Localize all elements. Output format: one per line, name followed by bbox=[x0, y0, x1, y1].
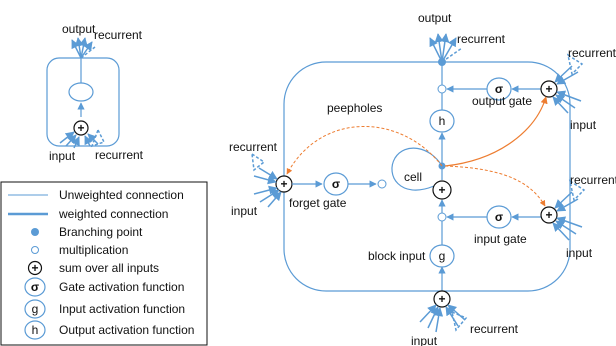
input-gate-recurrent-label: recurrent bbox=[570, 173, 616, 187]
forget-gate-input-label: input bbox=[231, 204, 258, 218]
legend-h-node bbox=[24, 320, 46, 340]
lstm-output-label: output bbox=[418, 11, 452, 25]
peephole-to-forget-gate bbox=[286, 125, 443, 175]
lstm-output-arrows bbox=[429, 33, 463, 63]
output-gate-label: output gate bbox=[472, 94, 532, 108]
legend-g-symbol: g bbox=[32, 302, 39, 316]
legend-label-gate-activation: Gate activation function bbox=[59, 280, 184, 294]
forget-gate-input-arrows bbox=[251, 152, 282, 208]
block-input-label: block input bbox=[368, 249, 426, 263]
block-input-recurrent-label: recurrent bbox=[470, 322, 519, 336]
output-gate-input-label: input bbox=[570, 118, 597, 132]
peephole-to-input-gate bbox=[444, 165, 546, 207]
legend-sigma-node bbox=[24, 277, 46, 297]
g-symbol: g bbox=[439, 249, 446, 263]
legend-sum-symbol: + bbox=[31, 261, 38, 275]
block-input-input-label: input bbox=[411, 334, 438, 346]
legend-label-sum: sum over all inputs bbox=[59, 261, 159, 275]
cell-recurrent-loop bbox=[391, 147, 443, 191]
legend-label-unweighted: Unweighted connection bbox=[59, 188, 184, 202]
legend-label-multiplication: multiplication bbox=[59, 243, 128, 257]
legend-label-output-activation: Output activation function bbox=[59, 323, 194, 337]
input-gate-sum-symbol: + bbox=[545, 208, 552, 222]
simple-unit-output-label: output bbox=[62, 22, 96, 36]
legend-h-symbol: h bbox=[32, 323, 39, 337]
cell-sum-symbol: + bbox=[438, 183, 445, 197]
legend: Unweighted connection weighted connectio… bbox=[0, 181, 208, 346]
lstm-block: output recurrent σ + output gate recurre… bbox=[229, 11, 616, 346]
legend-sigma-symbol: σ bbox=[31, 280, 39, 294]
block-input-sum-symbol: + bbox=[438, 292, 445, 306]
legend-label-input-activation: Input activation function bbox=[59, 302, 185, 316]
input-multiplication bbox=[437, 212, 447, 222]
output-gate-sum-node bbox=[540, 80, 558, 98]
output-gate-sum-symbol: + bbox=[545, 82, 552, 96]
simple-unit-sum-node bbox=[73, 120, 89, 136]
output-multiplication bbox=[437, 84, 447, 94]
block-input-arrows bbox=[419, 304, 468, 333]
block-input-sum-node bbox=[433, 290, 451, 308]
g-activation-node bbox=[429, 244, 455, 268]
simple-unit-recurrent-top-label: recurrent bbox=[94, 28, 143, 42]
forget-gate-label: forget gate bbox=[289, 196, 347, 210]
output-branching-point bbox=[438, 58, 446, 66]
legend-sum-node bbox=[27, 260, 43, 276]
output-gate-recurrent-label: recurrent bbox=[568, 46, 616, 60]
cell-sum-node bbox=[432, 180, 452, 200]
simple-unit: output recurrent + input recurrent bbox=[46, 22, 144, 163]
forget-multiplication bbox=[377, 179, 387, 189]
legend-g-node bbox=[24, 299, 46, 319]
legend-box bbox=[0, 181, 208, 346]
input-gate-label: input gate bbox=[474, 232, 527, 246]
cell-label: cell bbox=[404, 170, 422, 184]
forget-gate-sigma-symbol: σ bbox=[332, 177, 340, 191]
forget-gate-sum-symbol: + bbox=[280, 177, 287, 191]
legend-label-weighted: weighted connection bbox=[58, 207, 168, 221]
lstm-output-recurrent-label: recurrent bbox=[457, 32, 506, 46]
output-gate-input-arrows bbox=[552, 53, 584, 114]
legend-label-branching: Branching point bbox=[59, 225, 143, 239]
simple-unit-box bbox=[46, 57, 120, 147]
h-symbol: h bbox=[439, 114, 446, 128]
simple-unit-output-arrows bbox=[71, 37, 96, 59]
peephole-to-output-gate bbox=[444, 96, 548, 167]
peepholes-label: peepholes bbox=[327, 101, 382, 115]
input-gate-input-arrows bbox=[552, 179, 586, 241]
simple-unit-recurrent-bottom-label: recurrent bbox=[95, 148, 144, 162]
simple-unit-activation bbox=[68, 82, 94, 102]
forget-gate-recurrent-label: recurrent bbox=[229, 140, 278, 154]
simple-unit-sum-symbol: + bbox=[77, 121, 84, 135]
simple-unit-input-label: input bbox=[49, 149, 76, 163]
h-activation-node bbox=[429, 109, 455, 133]
simple-unit-input-arrows bbox=[59, 128, 106, 149]
input-gate-sigma-symbol: σ bbox=[495, 210, 503, 224]
input-gate-input-label: input bbox=[566, 246, 593, 260]
input-gate-sum-node bbox=[540, 206, 558, 224]
output-gate-sigma-symbol: σ bbox=[495, 82, 503, 96]
legend-multiplication-dot bbox=[31, 246, 39, 254]
legend-branching-dot bbox=[31, 228, 39, 236]
